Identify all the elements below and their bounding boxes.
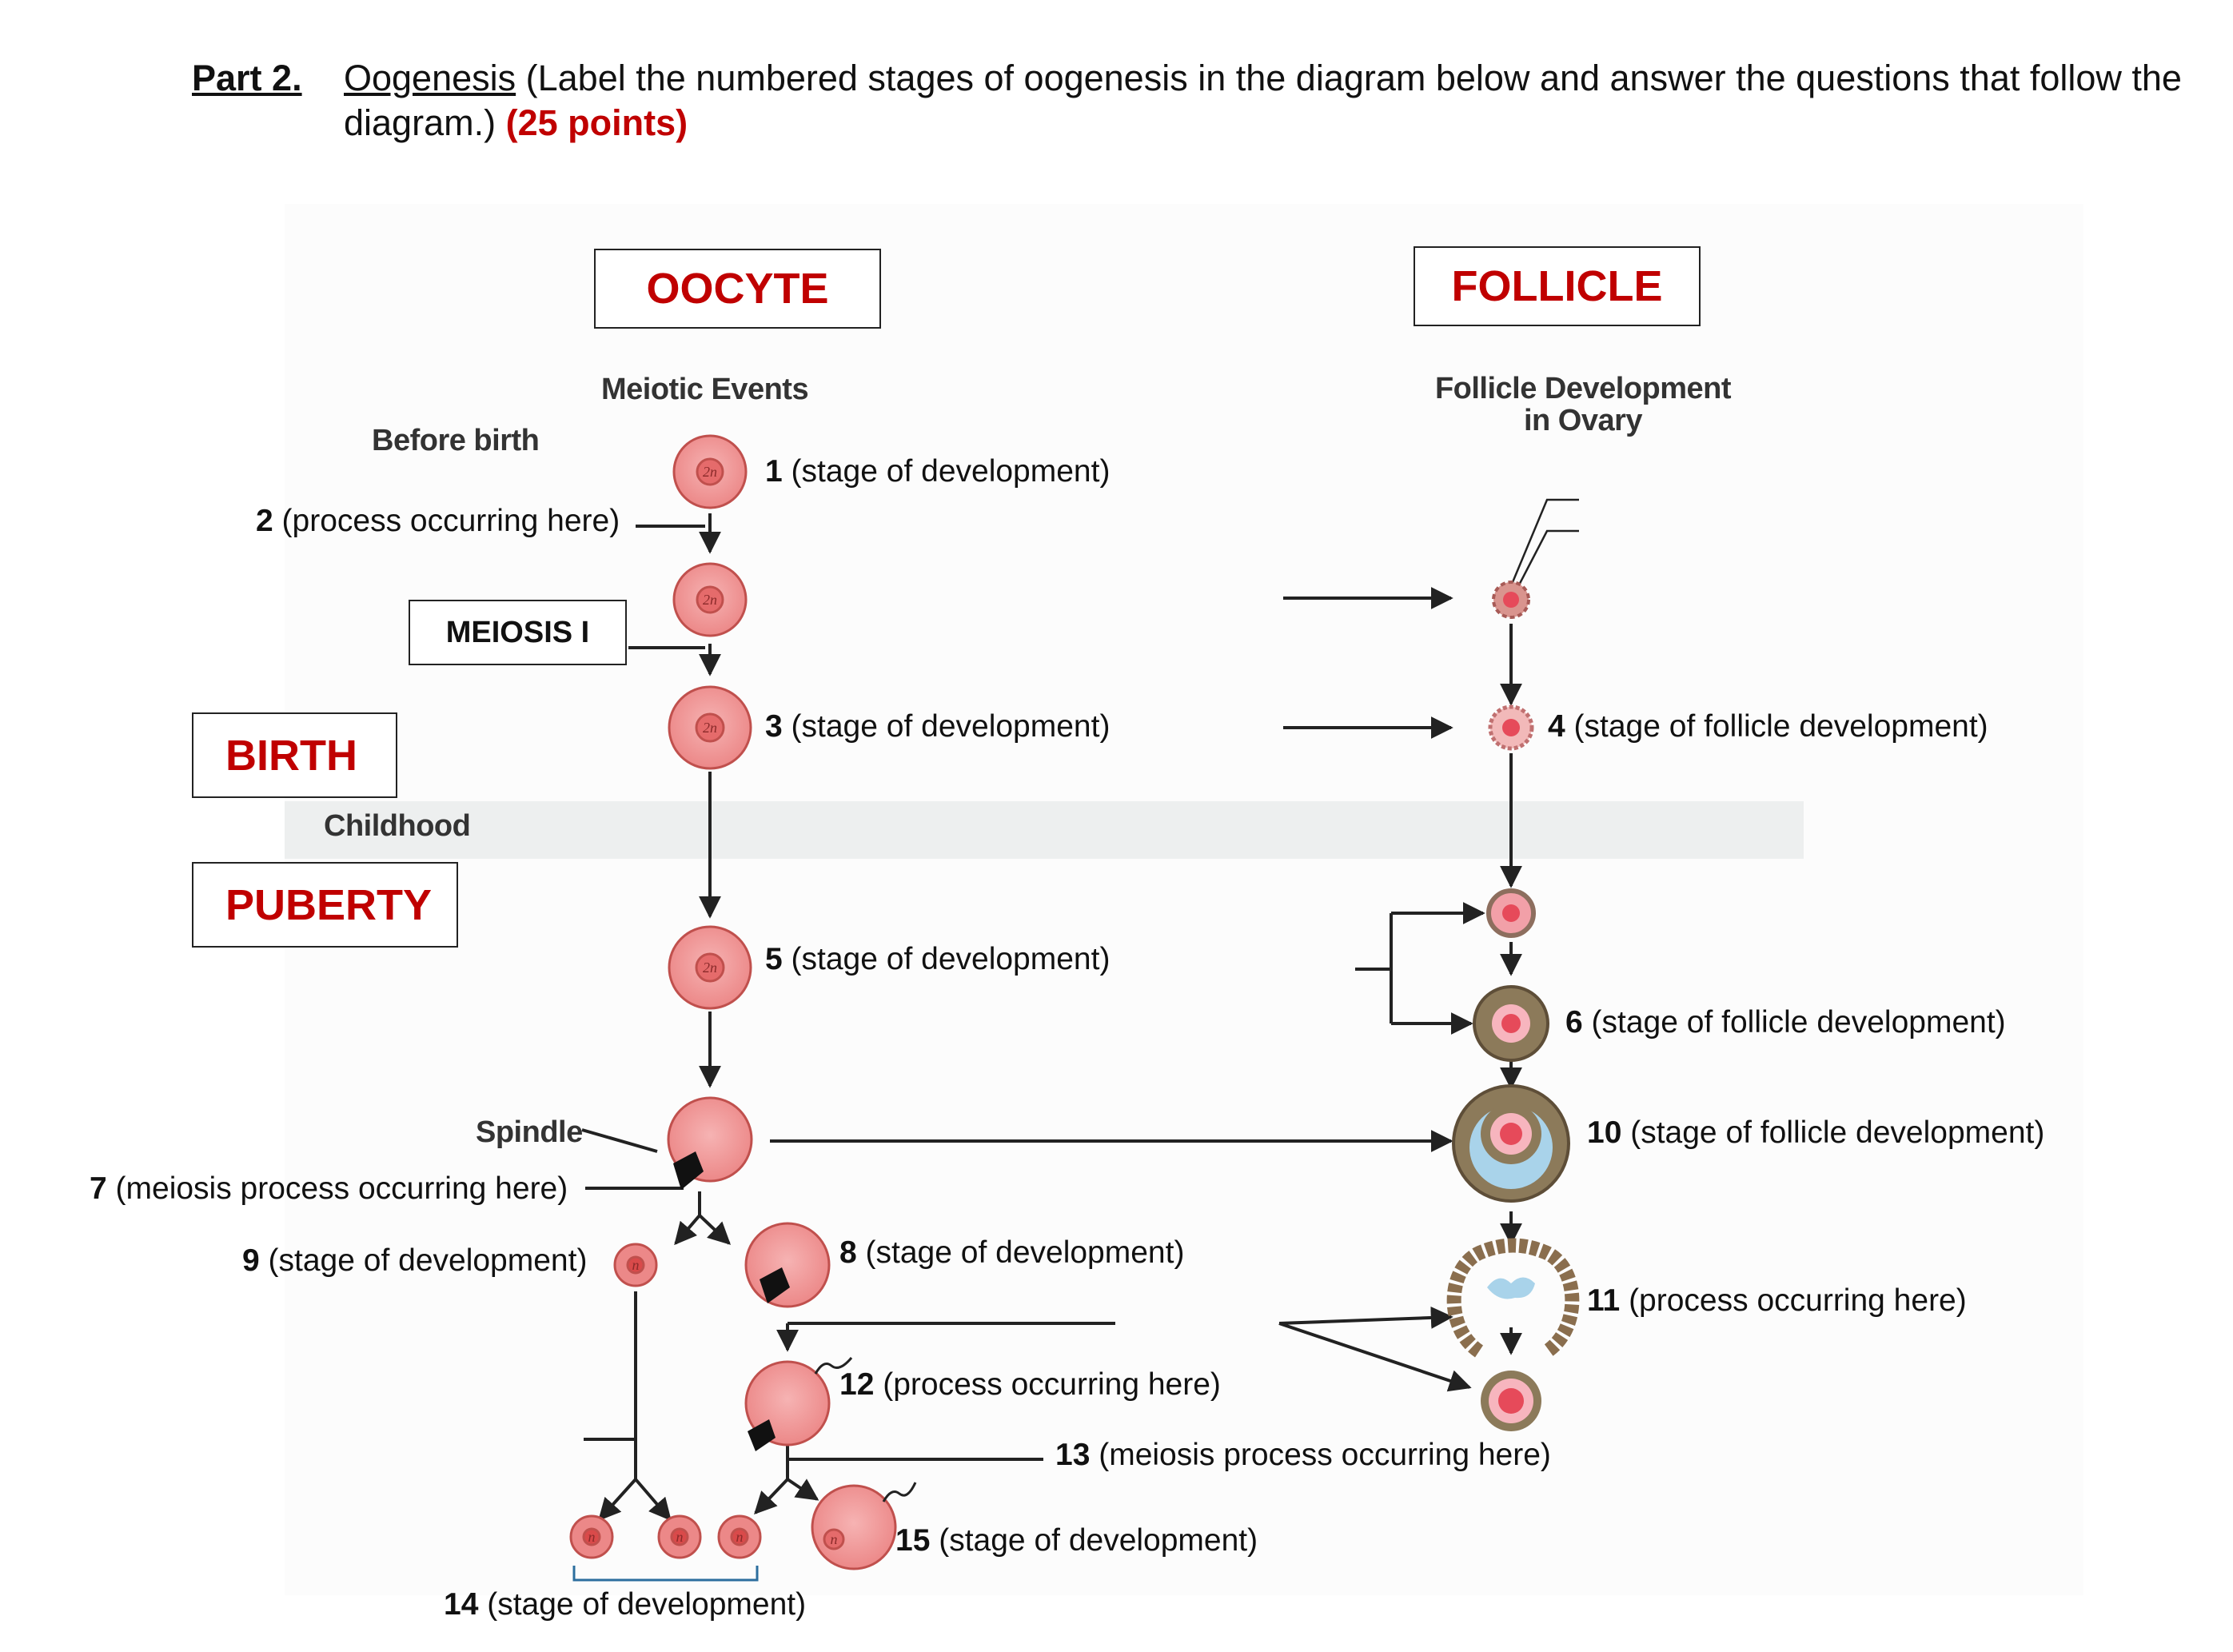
part-heading: Part 2. <box>192 58 302 98</box>
follicle-development-line1: Follicle Development <box>1434 372 1732 405</box>
label-5: 5 (stage of development) <box>765 942 1111 976</box>
label-8: 8 (stage of development) <box>839 1235 1185 1270</box>
split-2-right <box>786 1478 819 1501</box>
split-2-left <box>754 1478 789 1515</box>
oocyte-2-nucleus <box>696 585 724 614</box>
pointer-line-b <box>1512 529 1579 597</box>
label-9: 9 (stage of development) <box>242 1243 588 1278</box>
label-11: 11 (process occurring here) <box>1587 1283 1967 1318</box>
meiotic-events-heading: Meiotic Events <box>601 373 809 406</box>
ploidy-14b: n <box>676 1529 684 1545</box>
sperm-tail-12 <box>814 1357 853 1375</box>
split-2a-right <box>634 1478 672 1522</box>
oocyte-8 <box>744 1222 831 1308</box>
follicle-11-fluid <box>1487 1277 1535 1299</box>
split-1-left <box>674 1214 701 1246</box>
polar-body-14c-nucleus <box>730 1527 749 1546</box>
polar-body-14b-nucleus <box>670 1527 689 1546</box>
split-1-right <box>698 1214 732 1245</box>
label-13: 13 (meiosis process occurring here) <box>1055 1438 1551 1472</box>
diagram-background <box>285 204 2083 1595</box>
follicle-development-heading: Follicle Development in Ovary <box>1423 373 1743 437</box>
ploidy-15: n <box>831 1531 838 1547</box>
oocyte-1-nucleus <box>696 457 724 486</box>
label-12: 12 (process occurring here) <box>839 1367 1221 1402</box>
follicle-6-oocyte <box>1501 1014 1521 1033</box>
ovum-15-nucleus <box>823 1528 845 1550</box>
follicle-5-oocyte <box>1502 904 1520 922</box>
label-15: 15 (stage of development) <box>895 1523 1258 1558</box>
ovum-15 <box>811 1484 897 1570</box>
follicle-heading: FOLLICLE <box>1414 246 1701 326</box>
label-14: 14 (stage of development) <box>444 1587 807 1622</box>
childhood-band <box>285 801 1804 859</box>
follicle-development-line2: in Ovary <box>1523 404 1643 437</box>
instructions: Oogenesis (Label the numbered stages of … <box>344 56 2183 146</box>
arrow-to-ovulated-b <box>1278 1322 1472 1392</box>
follicle-primordial-oocyte <box>1503 592 1519 608</box>
instructions-text: (Label the numbered stages of oogenesis … <box>344 58 2182 143</box>
label-4: 4 (stage of follicle development) <box>1548 709 1988 744</box>
label-7: 7 (meiosis process occurring here) <box>90 1171 568 1206</box>
bracket-14 <box>572 1566 759 1582</box>
polar-body-9-nucleus <box>626 1255 645 1275</box>
ploidy-1: 2n <box>703 464 717 480</box>
spindle-label: Spindle <box>476 1115 583 1149</box>
oogenesis-title: Oogenesis <box>344 58 516 98</box>
ovulated-oocyte-nucleus <box>1498 1388 1524 1414</box>
polar-body-14a-nucleus <box>582 1527 601 1546</box>
ploidy-2: 2n <box>703 592 717 608</box>
spindle-shape-12 <box>748 1419 776 1451</box>
label-2: 2 (process occurring here) <box>256 504 620 538</box>
follicle-11-ruptured <box>1446 1238 1580 1358</box>
label-1: 1 (stage of development) <box>765 454 1111 489</box>
pointer-line-a <box>1507 498 1579 593</box>
spindle-shape-8 <box>760 1267 790 1303</box>
meiosis-i-label: MEIOSIS I <box>409 600 627 665</box>
ploidy-14c: n <box>736 1529 744 1545</box>
ploidy-9: n <box>632 1257 640 1273</box>
childhood-label: Childhood <box>324 809 471 843</box>
split-2a-left <box>598 1478 637 1522</box>
ploidy-3: 2n <box>703 720 717 736</box>
follicle-10-nucleus <box>1500 1123 1522 1145</box>
label-6: 6 (stage of follicle development) <box>1565 1005 2006 1039</box>
sperm-tail-15 <box>882 1482 917 1502</box>
puberty-label: PUBERTY <box>192 862 458 948</box>
birth-label: BIRTH <box>192 712 397 798</box>
follicle-4-oocyte <box>1502 719 1520 736</box>
label-10: 10 (stage of follicle development) <box>1587 1115 2045 1150</box>
leader-spindle <box>581 1128 658 1153</box>
points-value: (25 points) <box>505 102 688 143</box>
ploidy-14a: n <box>588 1529 596 1545</box>
oocyte-5-nucleus <box>695 952 725 983</box>
before-birth-label: Before birth <box>372 424 540 457</box>
spindle-shape <box>673 1151 704 1190</box>
oocyte-3-nucleus <box>695 712 725 743</box>
arrow-to-ovulated-a <box>1278 1306 1453 1329</box>
label-3: 3 (stage of development) <box>765 709 1111 744</box>
ploidy-5: 2n <box>703 960 717 976</box>
oocyte-heading: OOCYTE <box>594 249 881 329</box>
